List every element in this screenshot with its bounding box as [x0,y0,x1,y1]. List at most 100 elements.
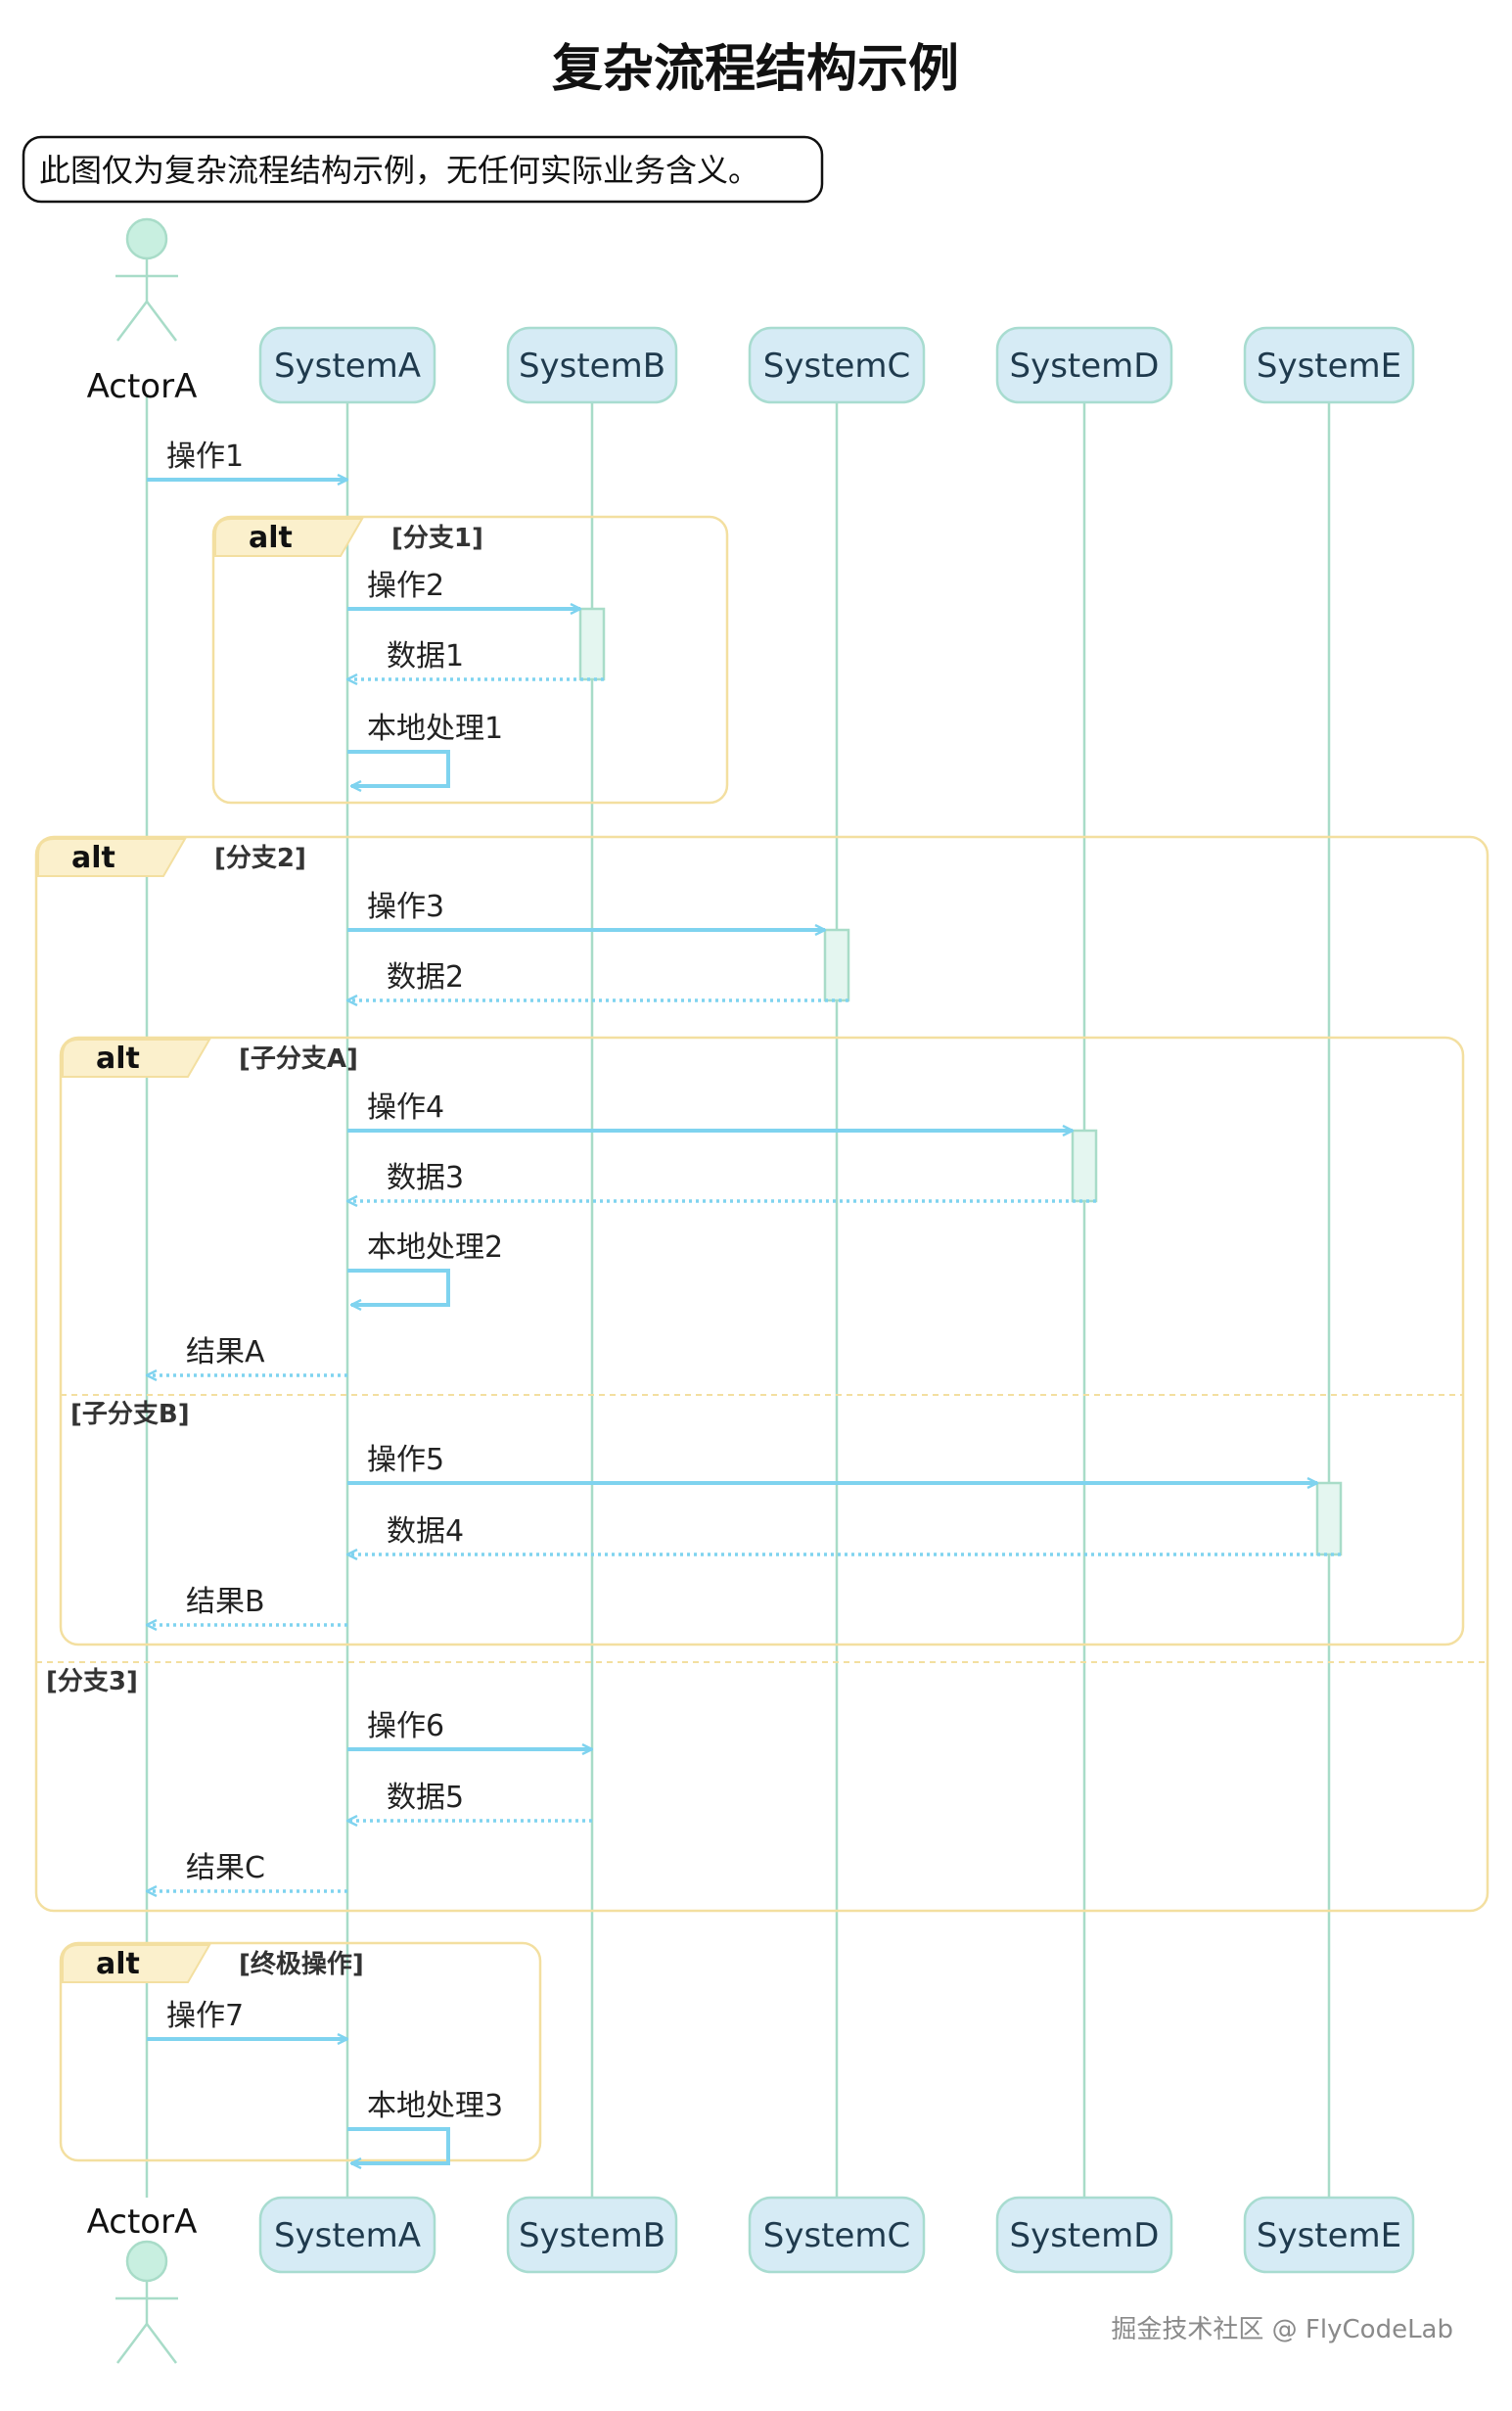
participant-label: SystemD [1010,347,1160,386]
participant-label: SystemA [274,2216,421,2255]
actor-leg-icon [146,2323,177,2364]
fragment-operator-tab [214,518,364,557]
participant-label: SystemA [274,347,421,386]
actor-actora-top: ActorA [87,217,198,406]
actor-label: ActorA [87,2202,198,2242]
participant-box [995,2196,1173,2274]
actor-head-icon [125,217,168,260]
message-label: 结果B [186,1585,265,1619]
participant-box [258,2196,436,2274]
message-6: 数据2 [347,960,848,1000]
fragment-frame [34,835,1489,1913]
message-label: 本地处理2 [367,1230,503,1265]
actor-label: ActorA [87,367,198,406]
message-label: 数据1 [387,639,464,673]
participant-box [1243,326,1415,404]
fragment-frame [211,515,729,805]
alt-fragment-3: alt [子分支A] [子分支B] [59,1036,1465,1646]
self-message-arrow [347,750,450,786]
message-label: 操作1 [166,440,244,474]
message-label: 结果A [186,1335,265,1369]
message-label: 操作5 [367,1443,444,1477]
message-label: 本地处理1 [367,712,503,746]
note-box [22,135,824,204]
participant-label: SystemD [1010,2216,1160,2255]
self-message-arrow [347,2127,450,2163]
message-label: 数据5 [387,1781,464,1815]
participant-label: SystemB [519,2216,665,2255]
message-5: 操作3 [347,890,825,930]
activation-bar-systeme [1315,1481,1343,1556]
participant-box [506,326,678,404]
fragment-operator: alt [96,1042,140,1076]
participant-systemd-top: SystemD [995,326,1173,404]
message-label: 操作2 [367,569,444,603]
message-label: 数据4 [387,1514,464,1549]
fragment-condition: [分支1] [391,524,483,553]
actor-head-icon [125,2240,168,2283]
message-3: 数据1 [347,639,604,679]
message-12: 数据4 [347,1514,1341,1554]
fragment-condition: [子分支A] [239,1044,358,1074]
activation-bar-systemd [1071,1129,1098,1203]
participant-box [258,326,436,404]
participant-box [748,2196,926,2274]
participant-label: SystemB [519,347,665,386]
message-2: 操作2 [347,569,580,609]
fragment-operator-tab [62,1944,211,1983]
participant-label: SystemC [763,2216,911,2255]
participant-systema-top: SystemA [258,326,436,404]
message-9: 本地处理2 [347,1230,503,1305]
participant-systema-bottom: SystemA [258,2196,436,2274]
alt-fragment-4: alt [终极操作] [59,1941,542,2162]
fragment-frame [59,1941,542,2162]
message-18: 本地处理3 [347,2089,503,2163]
participant-systemb-top: SystemB [506,326,678,404]
message-label: 本地处理3 [367,2089,503,2123]
message-15: 数据5 [347,1781,592,1821]
actor-actora-bottom: ActorA [87,2202,198,2364]
fragment-condition: [子分支B] [70,1400,190,1429]
message-8: 数据3 [347,1161,1096,1201]
message-10: 结果A [147,1335,347,1375]
participant-box [1243,2196,1415,2274]
participant-systemc-bottom: SystemC [748,2196,926,2274]
fragments: alt [分支1] alt [分支2] [分支3] alt [子分支A] [子分支B] alt [… [34,515,1489,2162]
participant-box [748,326,926,404]
fragment-operator: alt [71,841,115,875]
message-label: 操作3 [367,890,444,924]
actor-leg-icon [116,2323,148,2364]
participant-systeme-top: SystemE [1243,326,1415,404]
participant-systemd-bottom: SystemD [995,2196,1173,2274]
message-label: 结果C [186,1851,265,1885]
activation-bar-systemc [823,928,850,1002]
message-7: 操作4 [347,1090,1073,1131]
participant-label: SystemE [1257,347,1401,386]
message-label: 操作6 [367,1709,444,1743]
participant-label: SystemC [763,347,911,386]
message-label: 操作7 [166,1999,244,2033]
actor-leg-icon [116,301,148,342]
fragment-frame [59,1036,1465,1646]
message-label: 数据2 [387,960,464,995]
self-message-arrow [347,1269,450,1305]
activation-bar-systemb [578,607,606,681]
fragment-condition: [分支2] [214,844,306,873]
activations [578,607,1343,1556]
message-4: 本地处理1 [347,712,503,786]
participant-heads: ActorA ActorA SystemA SystemA SystemB SystemB… [87,217,1415,2364]
message-label: 操作4 [367,1090,444,1125]
alt-fragment-1: alt [分支1] [211,515,729,805]
fragment-operator: alt [249,521,293,555]
participant-label: SystemE [1257,2216,1401,2255]
fragment-operator: alt [96,1947,140,1981]
actor-leg-icon [146,301,177,342]
note: 此图仅为复杂流程结构示例，无任何实际业务含义。 [22,135,824,204]
watermark: 掘金技术社区 @ FlyCodeLab [1111,2315,1453,2344]
fragment-condition: [分支3] [46,1667,138,1696]
note-text: 此图仅为复杂流程结构示例，无任何实际业务含义。 [39,152,759,189]
fragment-condition: [终极操作] [239,1949,364,1979]
alt-fragment-2: alt [分支2] [分支3] [34,835,1489,1913]
message-16: 结果C [147,1851,347,1891]
